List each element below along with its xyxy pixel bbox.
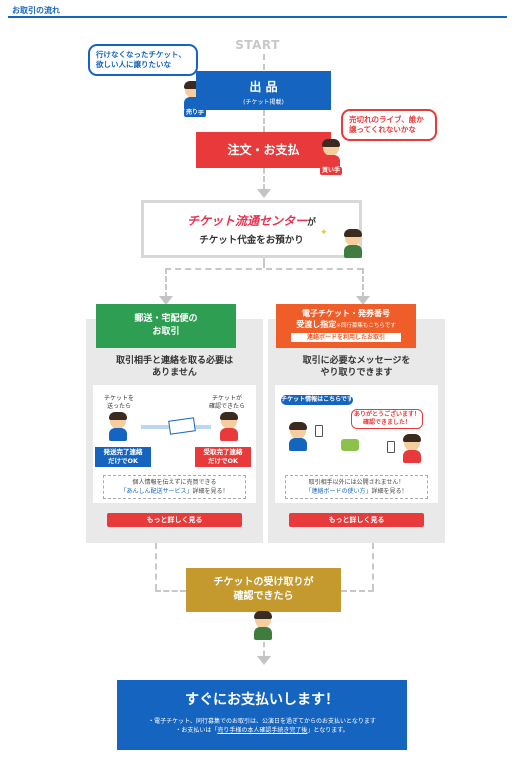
eticket-illustration: チケット情報はこちらです ありがとうございます！確認できました！ 取引相手以外に… xyxy=(275,385,438,503)
connector-line xyxy=(155,543,157,590)
connector-line xyxy=(263,110,265,132)
eticket-more-button[interactable]: もっと詳しく見る xyxy=(289,513,424,527)
order-title: 注文・お支払 xyxy=(227,143,300,157)
final-notes: ・電子チケット、同行募集でのお取引は、公演日を過ぎてからのお支払いとなります ・… xyxy=(148,718,376,734)
connector-line xyxy=(341,590,374,592)
seller-bubble-line2: 欲しい人に譲りたいな xyxy=(96,60,171,69)
operator-avatar xyxy=(342,229,364,258)
connector-line xyxy=(362,268,364,298)
seller-figure xyxy=(287,422,309,451)
board-label: 連絡ボードを利用したお取引 xyxy=(291,333,401,342)
ship-complete-badge: 発送完了連絡だけでOK xyxy=(95,447,151,467)
shipping-option-header: 郵送・宅配便のお取引 xyxy=(96,304,236,348)
start-label: START xyxy=(235,38,280,52)
board-note[interactable]: 取引相手以外には公開されません！ 「連絡ボードの使い方」詳細を見る！ xyxy=(285,475,428,499)
escrow-center-box: チケット流通センターが チケット代金をお預かり xyxy=(141,200,362,258)
listing-sub: (チケット掲載) xyxy=(243,99,284,106)
buyer-speech-bubble: 売切れのライブ、誰か 譲ってくれないかな xyxy=(341,109,437,141)
center-suffix: が xyxy=(307,218,317,228)
down-arrow-icon xyxy=(356,296,370,305)
buyer-figure xyxy=(401,434,423,463)
operator-avatar xyxy=(252,611,274,640)
seller-caption: チケットを送ったら xyxy=(103,395,134,410)
section-title: お取引の流れ xyxy=(12,6,60,15)
section-header: お取引の流れ xyxy=(8,4,507,18)
listing-title: 出 品 xyxy=(249,80,278,94)
receive-complete-badge: 受取完了連絡だけでOK xyxy=(195,447,251,467)
connector-line xyxy=(263,258,265,268)
identity-check-link[interactable]: 売り手様の本人確認手続き完了後 xyxy=(217,727,308,734)
shipping-description: 取引相手と連絡を取る必要はありません xyxy=(115,356,233,378)
buyer-bubble-line2: 譲ってくれないかな xyxy=(349,125,416,134)
eticket-description: 取引に必要なメッセージをやり取りできます xyxy=(302,356,411,378)
chat-icon xyxy=(341,439,359,451)
seller-figure xyxy=(107,412,129,441)
phone-icon xyxy=(387,441,395,453)
receipt-confirm-box: チケットの受け取りが確認できたら xyxy=(186,568,341,612)
buyer-tag: 買い手 xyxy=(320,167,343,175)
center-brand: チケット流通センター xyxy=(186,214,307,228)
buyer-figure xyxy=(218,412,240,441)
down-arrow-icon xyxy=(159,296,173,305)
buyer-message: ありがとうございます！確認できました！ xyxy=(351,409,423,429)
seller-speech-bubble: 行けなくなったチケット、 欲しい人に譲りたいな xyxy=(88,44,198,76)
order-step-box: 注文・お支払 xyxy=(196,132,331,168)
ticket-icon xyxy=(168,417,196,435)
eticket-option-panel: チケット情報はこちらです ありがとうございます！確認できました！ 取引相手以外に… xyxy=(268,319,445,543)
shipping-option-panel: チケットを送ったら チケットが確認できたら 発送完了連絡だけでOK 受取完了連絡… xyxy=(86,319,263,543)
sparkle-icon: ✦ xyxy=(320,228,328,238)
connector-line xyxy=(165,268,167,298)
listing-step-box: 出 品 (チケット掲載) xyxy=(196,71,331,110)
down-arrow-icon xyxy=(257,656,271,665)
buyer-avatar xyxy=(320,139,342,168)
center-line2: チケット代金をお預かり xyxy=(199,235,304,246)
seller-message: チケット情報はこちらです xyxy=(281,395,353,405)
final-title: すぐにお支払いします！ xyxy=(185,692,339,708)
payment-final-box: すぐにお支払いします！ ・電子チケット、同行募集でのお取引は、公演日を過ぎてから… xyxy=(117,680,407,750)
phone-icon xyxy=(315,425,323,437)
down-arrow-icon xyxy=(257,189,271,198)
connector-line xyxy=(263,642,265,656)
connector-line xyxy=(165,268,363,270)
seller-tag: 売り手 xyxy=(184,109,207,117)
buyer-bubble-line1: 売切れのライブ、誰か xyxy=(349,115,424,124)
shipping-note[interactable]: 個人情報を伝えずに売買できる 「あんしん配送サービス」詳細を見る！ xyxy=(103,475,246,499)
connector-line xyxy=(155,590,186,592)
eticket-option-header: 電子チケット・発券番号 受渡し指定※同行募集もこちらです 連絡ボードを利用したお… xyxy=(276,304,416,348)
buyer-caption: チケットが確認できたら xyxy=(208,395,245,410)
connector-line xyxy=(263,54,265,70)
shipping-illustration: チケットを送ったら チケットが確認できたら 発送完了連絡だけでOK 受取完了連絡… xyxy=(93,385,256,503)
connector-line xyxy=(372,543,374,590)
shipping-more-button[interactable]: もっと詳しく見る xyxy=(107,513,242,527)
seller-bubble-line1: 行けなくなったチケット、 xyxy=(96,50,186,59)
connector-line xyxy=(263,168,265,190)
